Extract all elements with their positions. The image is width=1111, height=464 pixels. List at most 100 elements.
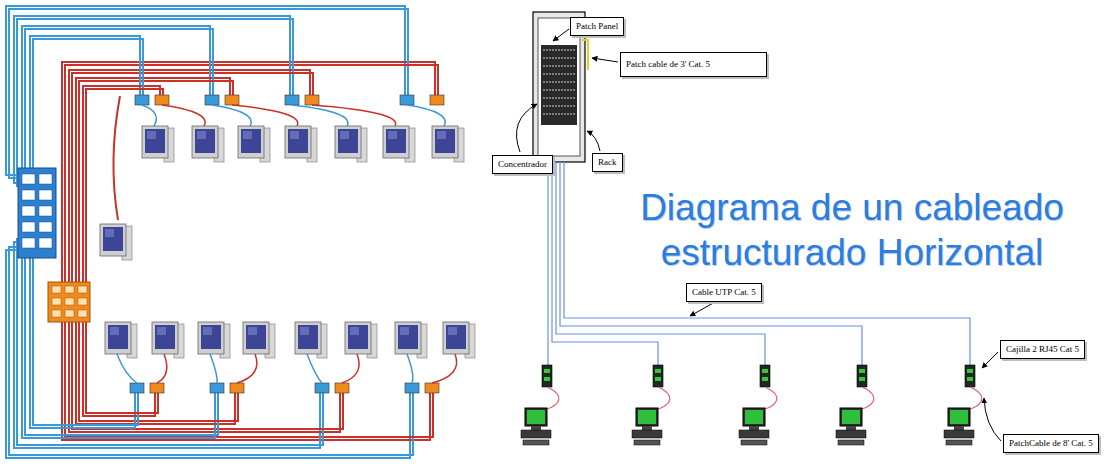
computer: [100, 224, 132, 260]
drop-cable: [407, 354, 413, 383]
leader-line: [982, 352, 998, 368]
monitor-screen: [201, 325, 221, 349]
outlet-port: [967, 369, 973, 373]
blue-wire: [17, 19, 293, 186]
drop-cable: [157, 354, 167, 383]
monitor-screen: [638, 410, 656, 424]
panel-port: [52, 310, 61, 317]
blue-wire: [6, 250, 410, 458]
monitor-bezel: [100, 224, 126, 256]
drop-cable: [232, 105, 298, 126]
monitor-bezel: [525, 408, 547, 426]
screen-glare: [350, 327, 359, 335]
outlet-port: [967, 377, 973, 381]
red-wire: [70, 318, 235, 424]
computer: [443, 322, 475, 358]
screen-glare: [340, 131, 349, 139]
monitor-bezel: [238, 126, 264, 158]
red-wire: [70, 318, 155, 416]
computer: [295, 322, 327, 358]
drop-cable: [342, 354, 359, 383]
rack-row: [543, 113, 575, 115]
panel-port: [65, 298, 74, 305]
utp-cable: [547, 162, 548, 365]
red-wire: [70, 78, 230, 286]
monitor-bezel: [432, 126, 458, 158]
monitor-screen: [145, 129, 165, 153]
leader-line: [516, 104, 537, 152]
callout-label: Patch Panel: [576, 21, 618, 31]
screen-glare: [290, 131, 299, 139]
wall-jack: [205, 95, 219, 105]
rack-row: [543, 57, 575, 59]
monitor-bezel: [198, 322, 224, 354]
rack-row: [543, 49, 575, 51]
blue-wire: [17, 239, 323, 445]
keyboard: [946, 440, 972, 445]
rj45-outlet: [542, 365, 552, 387]
screen-glare: [147, 131, 156, 139]
outlet-port: [762, 369, 768, 373]
blue-wire: [24, 231, 218, 435]
wall-jack: [430, 95, 444, 105]
screen-glare: [437, 131, 446, 139]
monitor-stand: [846, 426, 856, 430]
monitor-screen: [398, 325, 418, 349]
monitor-bezel: [152, 322, 178, 354]
wall-jack: [405, 383, 419, 393]
monitor-bezel: [345, 322, 371, 354]
computer: [243, 322, 275, 358]
panel-port: [39, 190, 52, 200]
rack-rows: [543, 50, 575, 114]
screen-glare: [105, 229, 114, 237]
computer: [142, 126, 174, 162]
monitor-stand: [749, 426, 759, 430]
red-wire: [70, 81, 233, 286]
workstations: [521, 365, 982, 445]
wall-jack: [425, 383, 439, 393]
leader-line: [587, 131, 600, 151]
monitor-stand: [954, 426, 964, 430]
monitor-bezel: [285, 126, 311, 158]
patch-cord: [753, 387, 777, 410]
callout-box: Concentrador: [492, 155, 553, 174]
blue-wire: [14, 16, 290, 183]
keyboard: [634, 440, 660, 445]
rack-row: [543, 97, 575, 99]
drop-cable: [117, 354, 137, 383]
computer-case: [632, 430, 662, 438]
panel-port: [39, 206, 52, 216]
red-wire: [62, 318, 430, 440]
wall-jack: [130, 383, 144, 393]
callout-label: PatchCable de 8' Cat. 5: [1009, 438, 1093, 448]
keyboard: [838, 440, 864, 445]
computer: [192, 126, 224, 162]
computer: [395, 322, 427, 358]
screen-glare: [388, 131, 397, 139]
panel-port: [22, 238, 35, 248]
red-wire: [70, 318, 343, 429]
screen-glare: [400, 327, 409, 335]
rack-frame: [538, 18, 580, 156]
computer-case: [944, 430, 974, 438]
screen-glare: [243, 131, 252, 139]
computer: [432, 126, 464, 162]
red-wire: [65, 318, 433, 437]
drop-cable: [312, 105, 396, 126]
monitor-bezel: [105, 322, 131, 354]
computer: [198, 322, 230, 358]
outlet-port: [544, 369, 550, 373]
computer: [238, 126, 270, 162]
monitor-bezel: [443, 322, 469, 354]
callout-box: Patch Panel: [570, 17, 624, 36]
panel-port: [22, 206, 35, 216]
rj45-outlet: [965, 365, 975, 387]
monitor-bezel: [295, 322, 321, 354]
monitor-screen: [950, 410, 968, 424]
monitor-bezel: [743, 408, 765, 426]
drop-cable: [407, 105, 445, 126]
rack-row: [543, 73, 575, 75]
screen-glare: [197, 131, 206, 139]
outlet-port: [655, 369, 661, 373]
